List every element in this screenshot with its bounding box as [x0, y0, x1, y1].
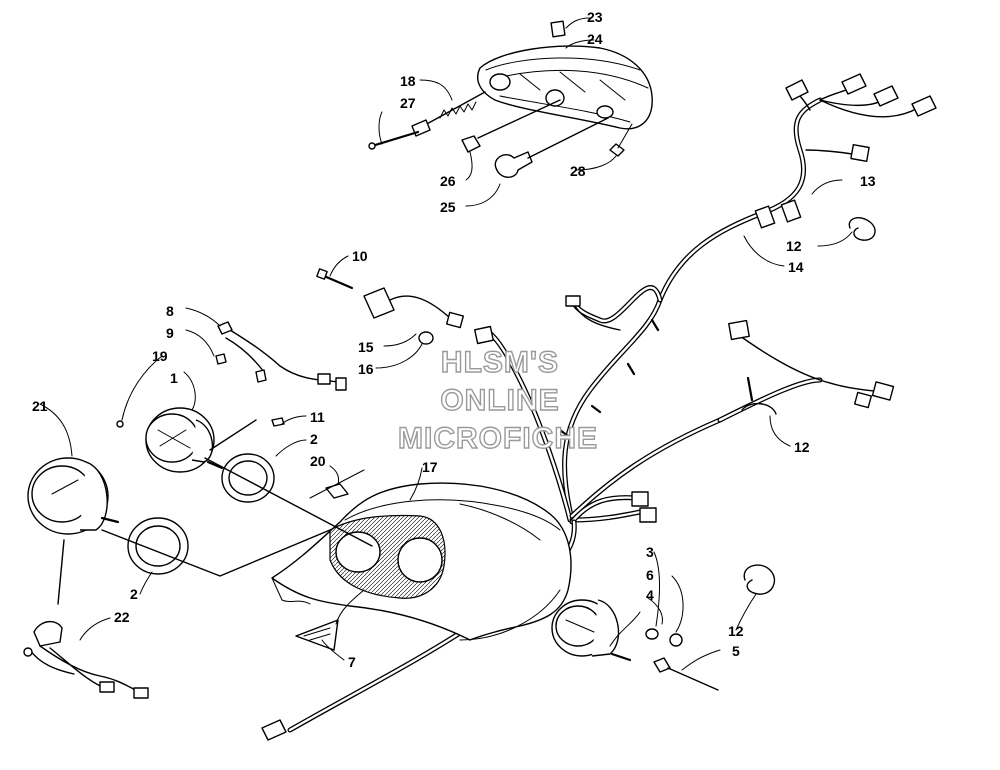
callout-3: 3 [646, 544, 654, 560]
indicator-assembly [551, 599, 719, 691]
gauges [27, 407, 373, 605]
callout-16: 16 [358, 361, 374, 377]
callout-4: 4 [646, 587, 654, 603]
callout-5: 5 [732, 643, 740, 659]
callout-6: 6 [646, 567, 654, 583]
gauge-light-harness [23, 621, 149, 699]
watermark-line-2: ONLINE [440, 384, 559, 417]
callout-12c: 12 [728, 623, 744, 639]
callout-14: 14 [788, 259, 804, 275]
watermark-line-1: HLSM'S [441, 346, 559, 379]
callout-27: 27 [400, 95, 416, 111]
callout-21: 21 [32, 398, 48, 414]
warning-decal [295, 619, 339, 651]
callout-12a: 12 [786, 238, 802, 254]
harness-clamps [741, 217, 876, 595]
callout-18: 18 [400, 73, 416, 89]
watermark: HLSM'S ONLINE MICROFICHE [397, 345, 598, 455]
callout-20: 20 [310, 453, 326, 469]
callout-8: 8 [166, 303, 174, 319]
callout-7: 7 [348, 654, 356, 670]
leader-lines [39, 17, 853, 671]
callout-11: 11 [310, 409, 325, 425]
callout-2a: 2 [310, 431, 318, 447]
callout-1: 1 [170, 370, 178, 386]
callout-28: 28 [570, 163, 586, 179]
callout-15: 15 [358, 339, 374, 355]
callout-17: 17 [422, 459, 438, 475]
callout-26: 26 [440, 173, 456, 189]
dash-panel [271, 482, 572, 641]
callout-10: 10 [352, 248, 368, 264]
callout-13: 13 [860, 173, 876, 189]
callout-12b: 12 [794, 439, 810, 455]
headlight-assembly [368, 20, 653, 178]
callout-23: 23 [587, 9, 603, 25]
callout-22: 22 [114, 609, 130, 625]
callout-labels: 23 24 18 27 26 25 28 10 13 12 14 8 9 15 … [32, 9, 876, 670]
watermark-line-3: MICROFICHE [398, 422, 598, 455]
callout-24: 24 [587, 31, 603, 47]
callout-25: 25 [440, 199, 456, 215]
callout-9: 9 [166, 325, 174, 341]
callout-19: 19 [152, 348, 168, 364]
switch-assembly [316, 268, 465, 345]
callout-2b: 2 [130, 586, 138, 602]
small-parts [116, 321, 365, 499]
